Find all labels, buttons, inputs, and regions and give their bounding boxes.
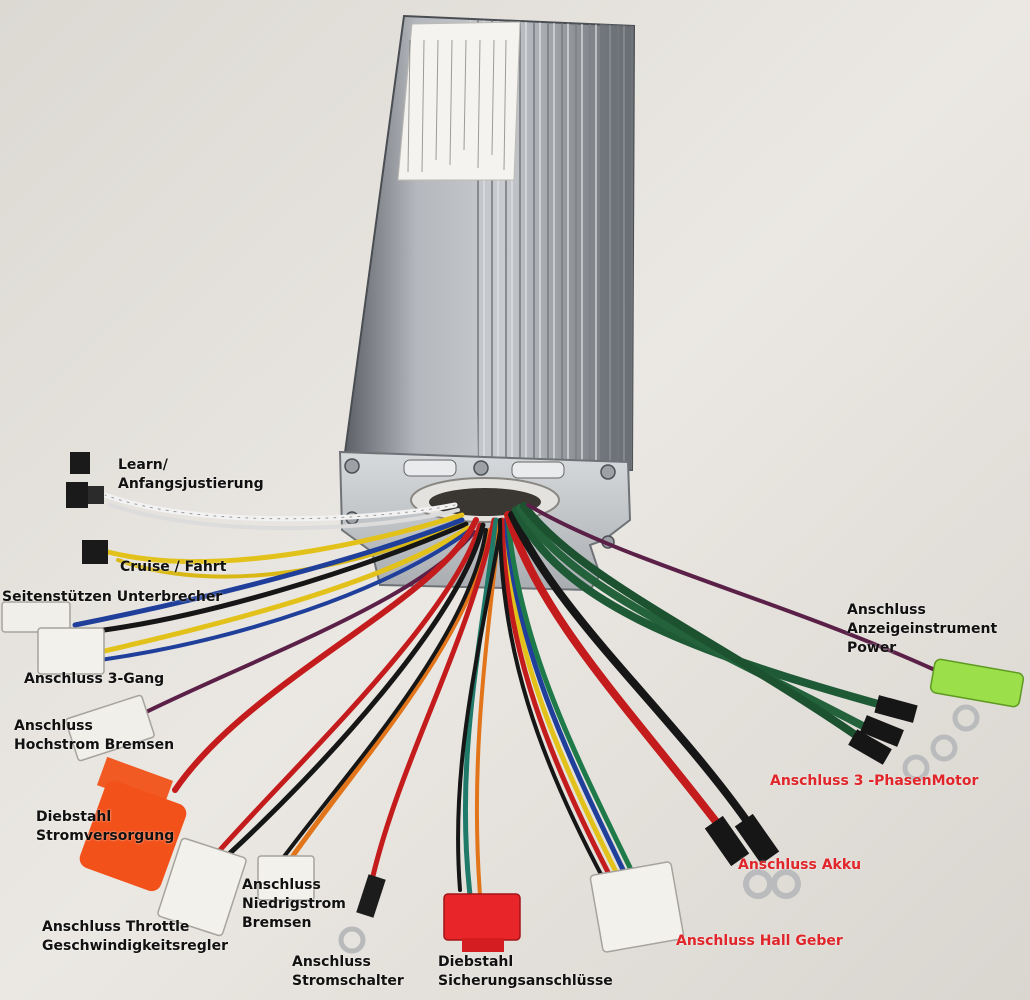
cruise-connector [82, 540, 108, 564]
stromschalter-terminal [338, 874, 386, 954]
niedrigstrom-connector [257, 855, 315, 901]
label-seitenstuetzen: Seitenstützen Unterbrecher [2, 589, 223, 605]
label-diebstahl-sicherung-line1: Diebstahl [438, 954, 514, 970]
label-hall: Anschluss Hall Geber [676, 933, 843, 949]
label-hochstrom-line1: Anschluss [14, 718, 93, 734]
power-terminal [929, 658, 1025, 708]
label-niedrigstrom-line2: Niedrigstrom [242, 896, 346, 912]
label-learn-line1: Learn/ [118, 457, 168, 473]
label-niedrigstrom: Anschluss Niedrigstrom Bremsen [242, 876, 346, 933]
label-throttle-line1: Anschluss Throttle [42, 919, 190, 935]
diebstahl-strom-connector [79, 756, 187, 892]
label-learn-line2: Anfangsjustierung [118, 476, 264, 492]
label-niedrigstrom-line3: Bremsen [242, 915, 312, 931]
label-diebstahl-strom-line2: Stromversorgung [36, 828, 175, 844]
throttle-connector [157, 837, 247, 937]
label-hochstrom-line2: Hochstrom Bremsen [14, 737, 175, 753]
label-phasen: Anschluss 3 -PhasenMotor [770, 773, 979, 789]
hochstrom-connector [65, 694, 155, 762]
learn-connector [66, 452, 104, 508]
label-anzeige: Anschluss Anzeigeinstrument Power [847, 601, 997, 658]
controller-housing [342, 14, 636, 472]
label-anzeige-line1: Anschluss [847, 602, 926, 618]
label-stromschalter: Anschluss Stromschalter [292, 953, 404, 991]
gang3-connector [37, 627, 105, 675]
phase-terminals [848, 695, 980, 782]
label-gang3: Anschluss 3-Gang [24, 671, 165, 687]
diebstahl-sicherung-connector [443, 893, 521, 952]
label-diebstahl-strom-line1: Diebstahl [36, 809, 112, 825]
label-stromschalter-line2: Stromschalter [292, 973, 404, 989]
label-niedrigstrom-line1: Anschluss [242, 877, 321, 893]
label-diebstahl-strom: Diebstahl Stromversorgung [36, 808, 174, 846]
label-diebstahl-sicherung: Diebstahl Sicherungsanschlüsse [438, 953, 613, 991]
label-cruise: Cruise / Fahrt [120, 559, 227, 575]
label-hochstrom: Anschluss Hochstrom Bremsen [14, 717, 174, 755]
label-stromschalter-line1: Anschluss [292, 954, 371, 970]
label-throttle: Anschluss Throttle Geschwindigkeitsregle… [42, 918, 228, 956]
label-diebstahl-sicherung-line2: Sicherungsanschlüsse [438, 973, 613, 989]
seitenstuetzen-connector [1, 601, 71, 633]
label-akku: Anschluss Akku [738, 857, 862, 873]
wire-bundle [72, 492, 937, 898]
label-anzeige-line2: Anzeigeinstrument [847, 621, 998, 637]
label-throttle-line2: Geschwindigkeitsregler [42, 938, 228, 954]
sticker-print [407, 39, 507, 173]
label-learn: Learn/ Anfangsjustierung [118, 456, 264, 494]
akku-terminals [704, 813, 801, 899]
hall-connector [589, 861, 685, 953]
label-anzeige-line3: Power [847, 640, 897, 656]
